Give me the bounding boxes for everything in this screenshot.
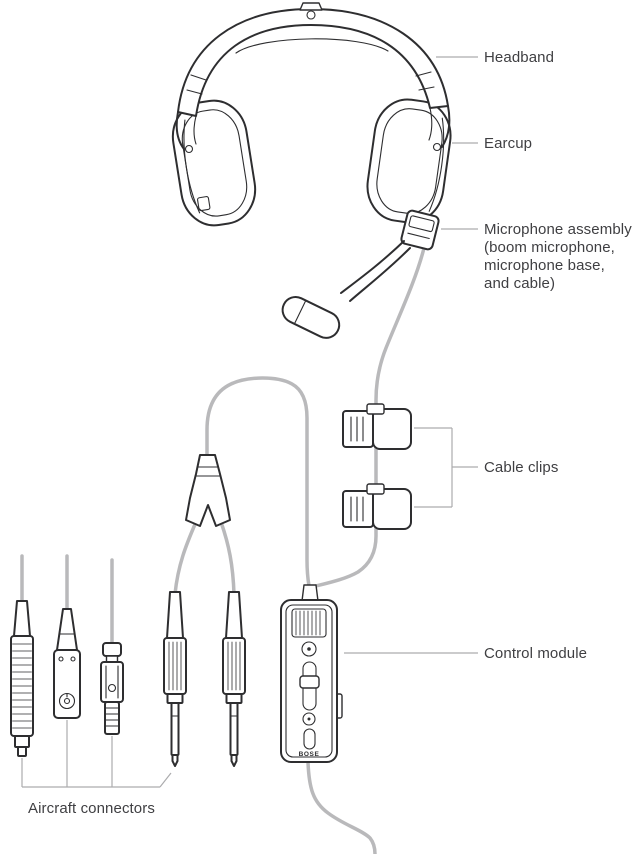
splitter-left-leg-cable xyxy=(173,520,198,596)
cable-clip-1 xyxy=(342,403,412,450)
control-module-lower-cable xyxy=(306,760,377,854)
label-line: and cable) xyxy=(484,275,556,292)
module-slider-2 xyxy=(303,728,316,750)
headset-illustration xyxy=(171,2,452,339)
module-button-1 xyxy=(301,641,317,657)
aircraft-connectors-leader xyxy=(21,720,172,788)
leader-lines xyxy=(21,56,478,788)
module-slider-1 xyxy=(299,661,320,711)
boom-microphone xyxy=(281,240,411,339)
label-cable-clips: Cable clips xyxy=(484,459,559,476)
aircraft-connector-2 xyxy=(53,608,81,719)
yokes xyxy=(175,105,451,154)
right-earcup xyxy=(366,98,452,224)
cable-clip-2 xyxy=(342,483,412,530)
module-button-2 xyxy=(302,712,316,726)
microphone-base xyxy=(400,209,440,251)
aircraft-connector-1 xyxy=(10,600,34,757)
volume-wheel xyxy=(291,608,327,638)
label-microphone-assembly: Microphone assembly (boom microphone, mi… xyxy=(484,221,632,293)
bose-logo: BOSE xyxy=(299,751,320,758)
module-strain-relief xyxy=(301,584,319,602)
control-module-drawing: BOSE xyxy=(280,584,343,763)
splitter-loop-cable xyxy=(205,376,311,588)
label-control-module: Control module xyxy=(484,645,588,662)
label-line: Microphone assembly xyxy=(484,221,632,238)
left-earcup xyxy=(171,99,257,227)
cables xyxy=(20,246,426,854)
label-aircraft-connectors: Aircraft connectors xyxy=(28,800,155,817)
ga-plug-2 xyxy=(222,591,246,767)
headset-cable xyxy=(314,246,426,588)
label-headband: Headband xyxy=(484,49,555,66)
label-line: microphone base, xyxy=(484,257,605,274)
splitter-right-leg-cable xyxy=(219,520,236,596)
ga-plug-1 xyxy=(163,591,187,767)
aircraft-connector-3 xyxy=(100,642,124,735)
cable-clips-leader xyxy=(414,427,478,508)
label-line: (boom microphone, xyxy=(484,239,615,256)
cable-splitter xyxy=(185,454,231,527)
label-earcup: Earcup xyxy=(484,135,533,152)
